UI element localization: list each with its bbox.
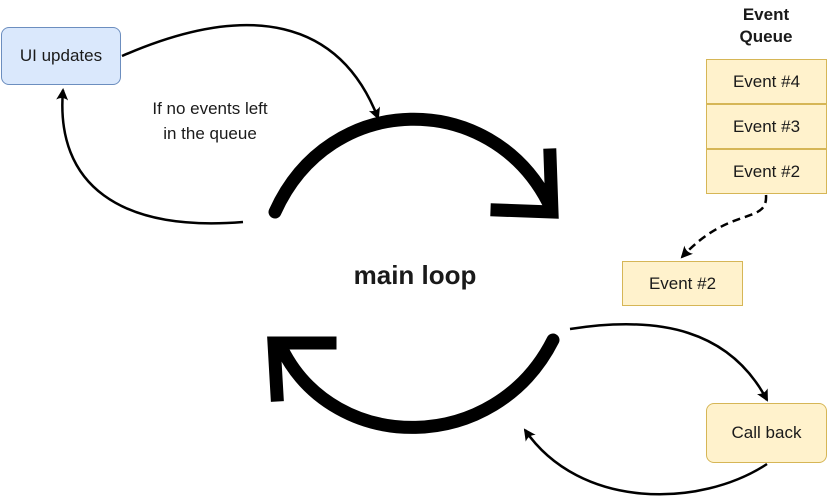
queue-item-label: Event #3 <box>732 116 801 136</box>
queue-item[interactable]: Event #2 <box>706 149 827 194</box>
main-loop-bottom-arrowhead <box>267 336 337 402</box>
callback-label: Call back <box>731 423 802 442</box>
ui-updates-box[interactable]: UI updates <box>1 27 121 85</box>
arrow-dequeue <box>680 194 768 259</box>
main-loop-top-arrowhead <box>490 148 559 219</box>
arrow-callback-to-loop <box>523 428 768 496</box>
no-events-note-line2: in the queue <box>163 124 257 143</box>
queue-item[interactable]: Event #4 <box>706 59 827 104</box>
queue-item[interactable]: Event #3 <box>706 104 827 149</box>
no-events-note: If no events left in the queue <box>120 96 300 146</box>
event-queue-title-line2: Queue <box>739 27 793 46</box>
no-events-note-line1: If no events left <box>152 99 268 118</box>
main-loop-label: main loop <box>353 260 477 290</box>
main-loop-bottom-arc <box>275 333 560 434</box>
queue-item-label: Event #4 <box>732 71 801 91</box>
dequeued-event-box[interactable]: Event #2 <box>622 261 743 306</box>
main-loop-top-arc <box>268 112 555 219</box>
event-queue-title-line1: Event <box>742 5 790 24</box>
callback-box[interactable]: Call back <box>706 403 827 463</box>
arrow-loop-to-callback <box>569 323 769 402</box>
ui-updates-label: UI updates <box>19 46 103 65</box>
arrow-ui-to-loop <box>121 23 380 120</box>
queue-item-label: Event #2 <box>732 161 801 181</box>
event-queue-title: Event Queue <box>716 4 816 48</box>
arrow-loop-to-ui <box>56 88 244 225</box>
dequeued-event-label: Event #2 <box>648 273 717 293</box>
